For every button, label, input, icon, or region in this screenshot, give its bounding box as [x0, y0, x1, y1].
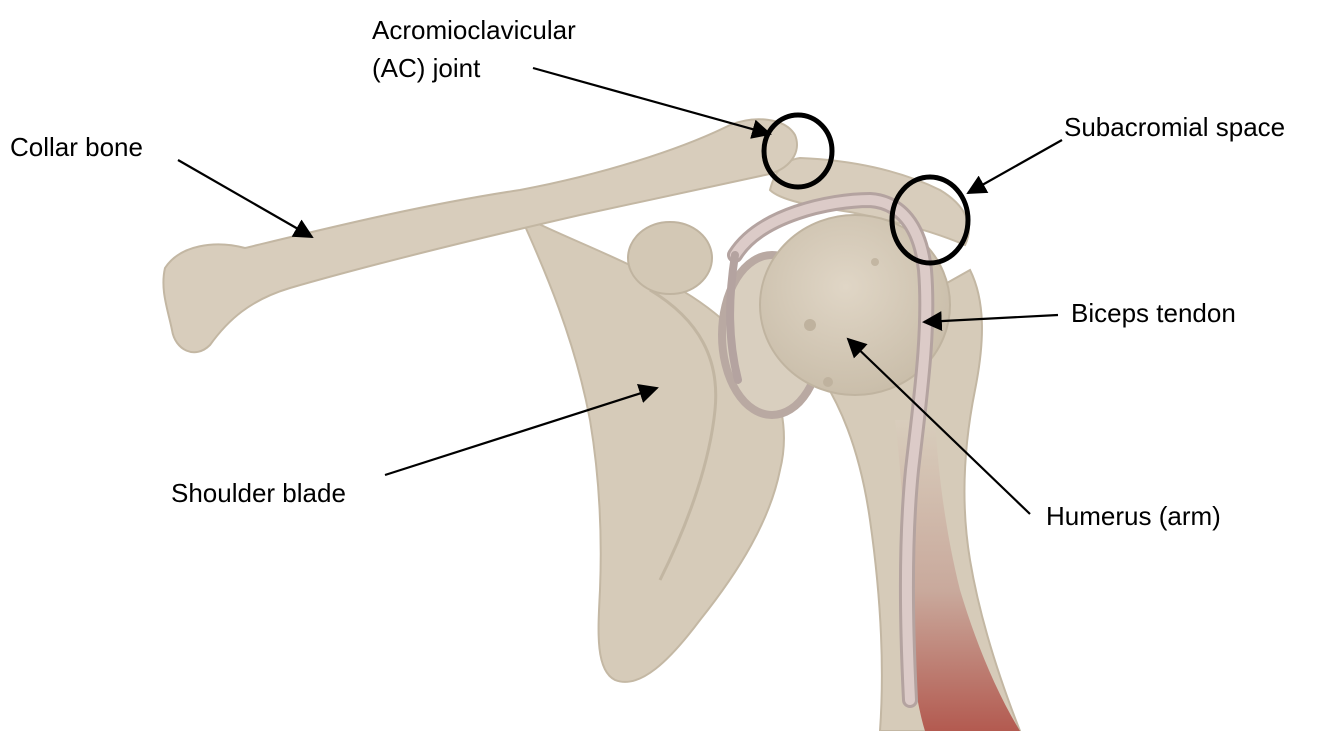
- subacromial-space-arrow: [968, 140, 1062, 193]
- coracoid-process: [628, 222, 712, 294]
- collar-bone-label: Collar bone: [10, 131, 143, 163]
- biceps-tendon-label: Biceps tendon: [1071, 297, 1236, 329]
- ac-joint-label-line1: Acromioclavicular: [372, 14, 576, 46]
- ac-joint-arrow: [533, 68, 770, 134]
- collar-bone-arrow: [178, 160, 312, 237]
- subacromial-space-label: Subacromial space: [1064, 111, 1285, 143]
- humerus-label: Humerus (arm): [1046, 500, 1221, 532]
- ac-joint-label-line2: (AC) joint: [372, 52, 480, 84]
- shoulder-blade-label: Shoulder blade: [171, 477, 346, 509]
